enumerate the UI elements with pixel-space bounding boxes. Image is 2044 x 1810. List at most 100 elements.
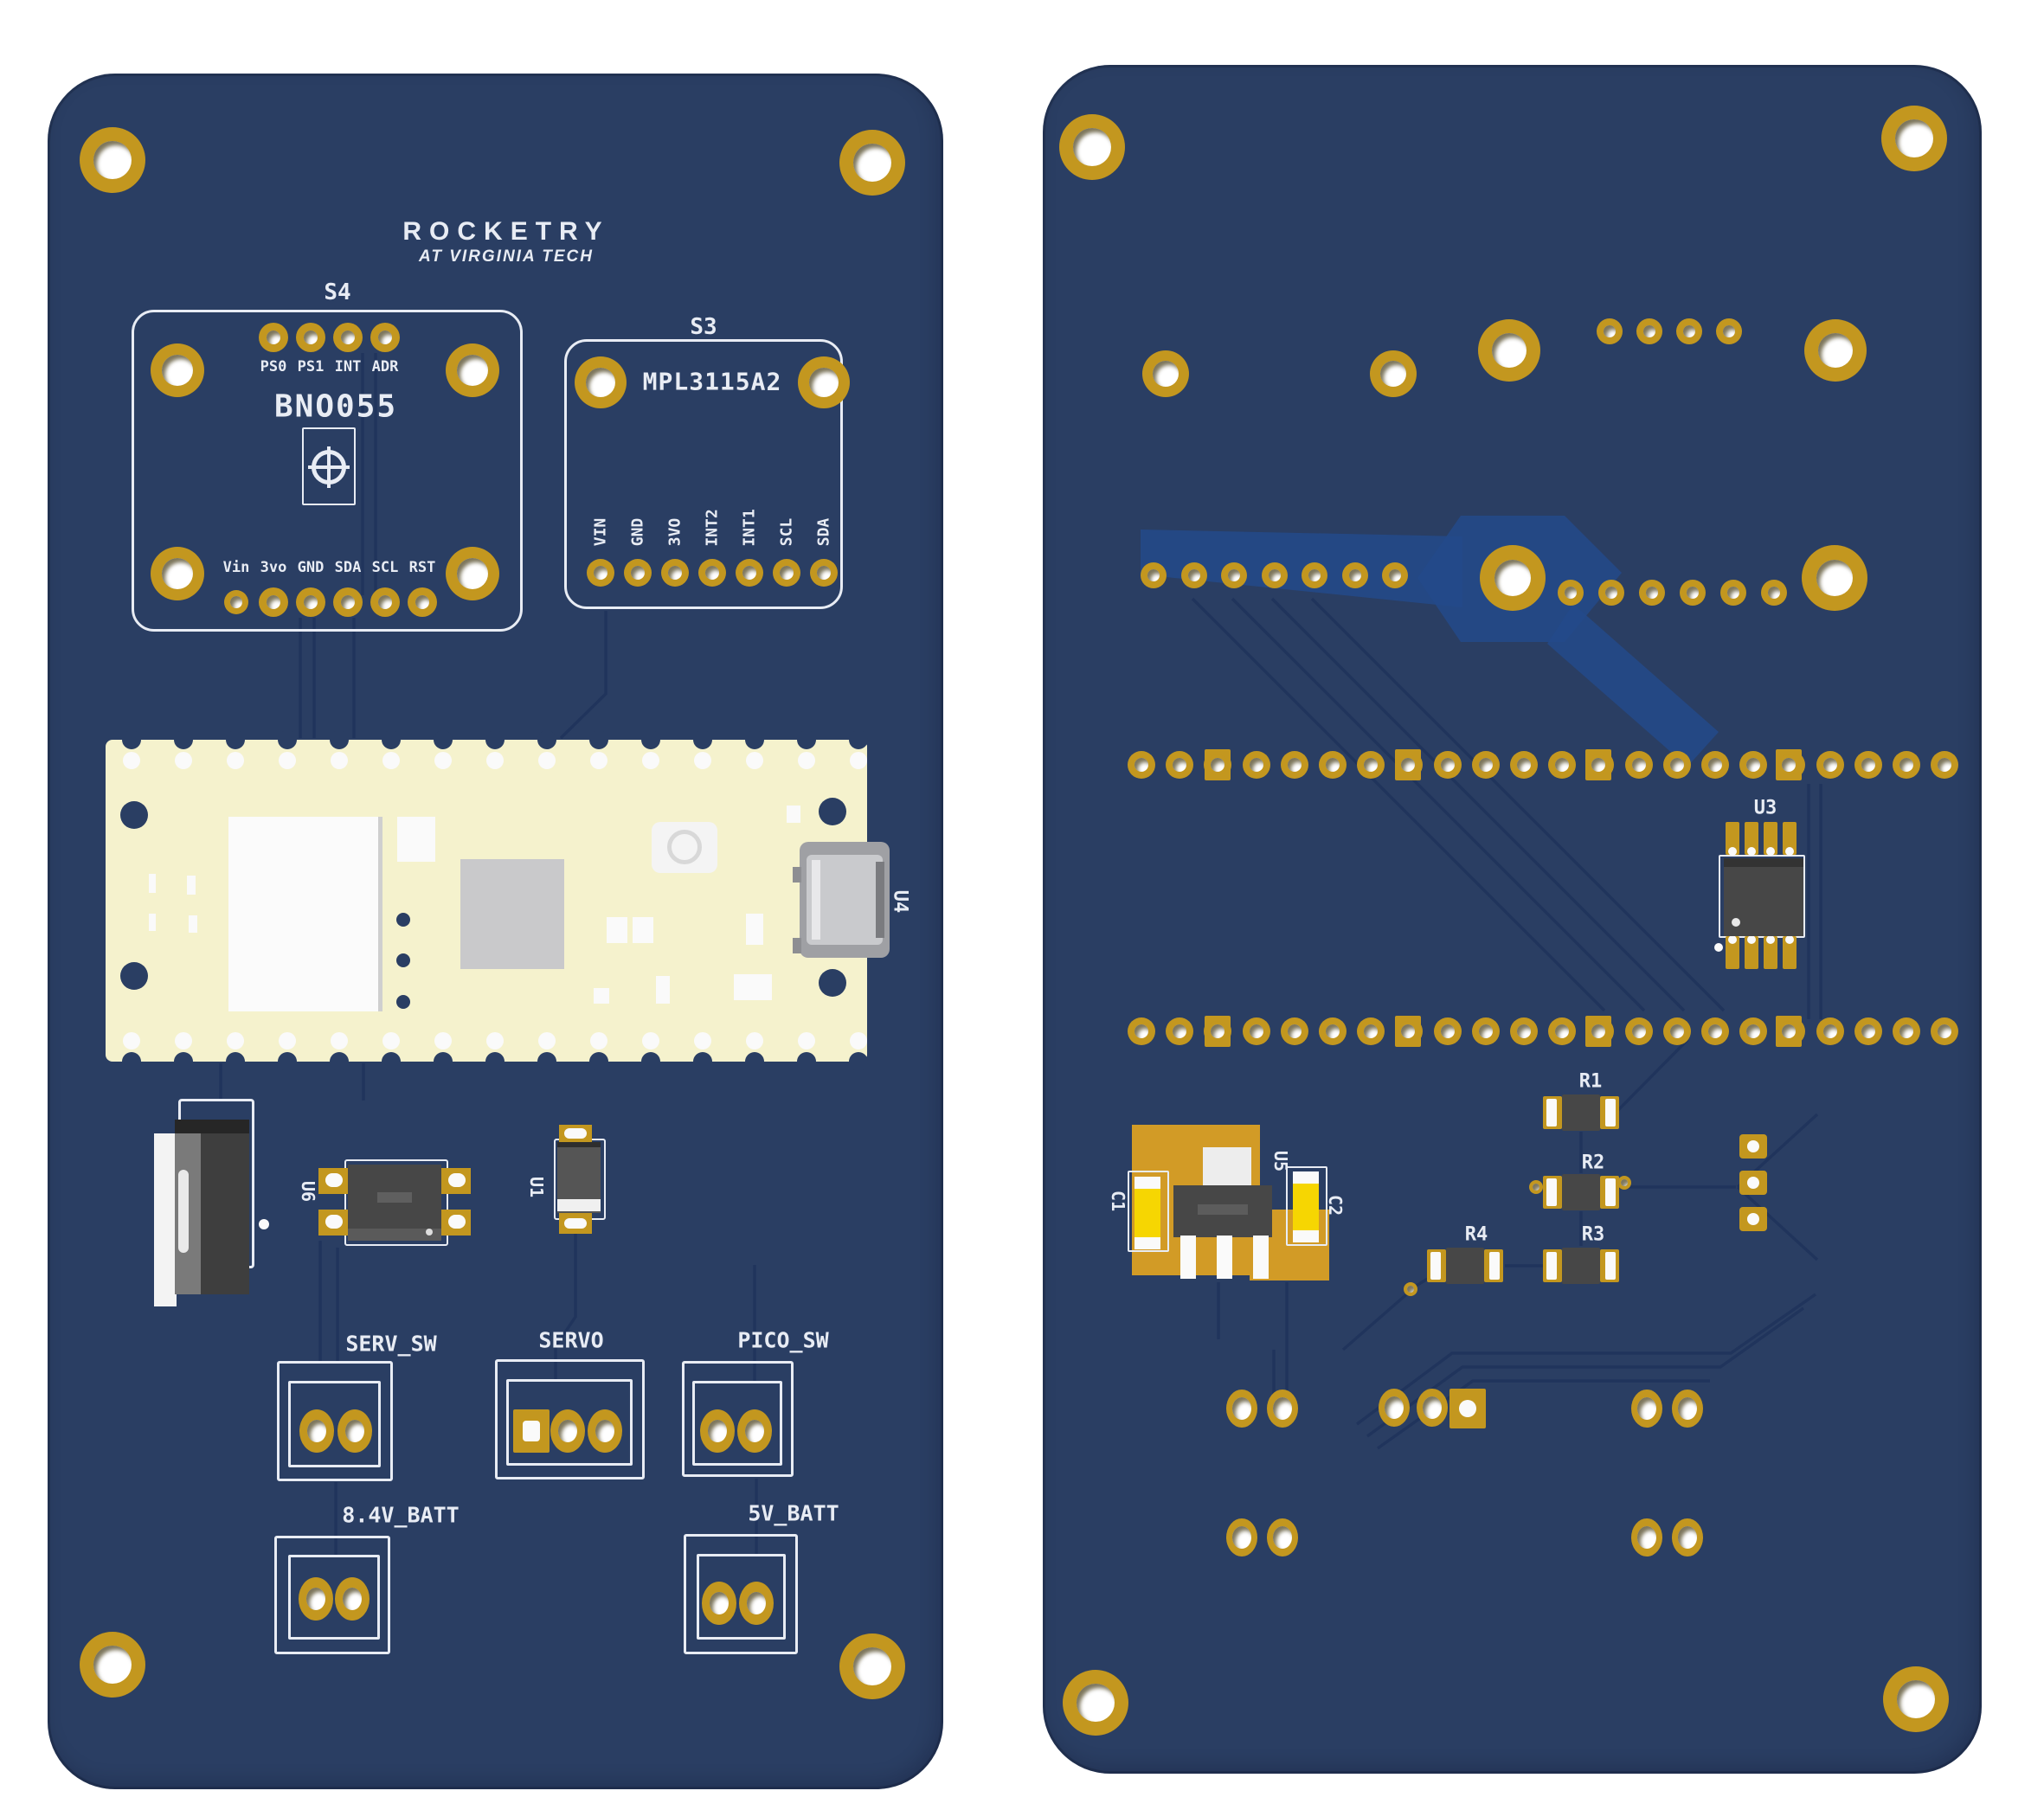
back-solder-pad-bore [1637, 1397, 1656, 1420]
pico-sw-label: PICO_SW [737, 1327, 829, 1353]
u3-pad-2 [1764, 822, 1777, 855]
back-via-3 [1261, 562, 1288, 588]
back-solder-pad [1631, 1518, 1662, 1556]
s3-pin-label: SDA [814, 517, 833, 547]
s4-pin-label: ADR [371, 358, 399, 375]
u6-pad-solder [325, 1173, 343, 1187]
back-header-pad-10 [1510, 1017, 1538, 1045]
back-header-pad-19-bore [1861, 758, 1875, 772]
u3-pad-1 [1745, 822, 1758, 855]
mcu-notch-top-2 [226, 730, 245, 749]
mcu-notch-bottom-7 [485, 1052, 505, 1071]
back-header-pad-10-bore [1517, 758, 1531, 772]
back-header-pad-0 [1128, 1017, 1155, 1045]
s4-pin-label: SDA [334, 559, 362, 576]
back-header-pad-15 [1701, 1017, 1729, 1045]
back-header-pad-5 [1319, 751, 1347, 779]
serv-sw-inner [288, 1381, 381, 1467]
back-header-pad-16 [1739, 751, 1768, 779]
u3-solder-1 [1747, 847, 1756, 856]
u3-pad-1 [1745, 936, 1758, 969]
back-mount-hole-tr [1881, 106, 1947, 171]
c2-cap-body [1293, 1184, 1319, 1230]
back-header-pad-6 [1357, 751, 1385, 779]
s3-hole-r [798, 356, 850, 408]
servo-pad-bore [558, 1420, 577, 1442]
mcu-notch-top-3 [278, 730, 297, 749]
s3-pin-5-bore [780, 566, 794, 580]
mcu-castellation-bottom-4 [331, 1032, 348, 1049]
back-via-1 [1180, 562, 1207, 588]
batt84-pad [335, 1577, 370, 1621]
pico-sw-inner [692, 1381, 782, 1466]
usb-latch [793, 938, 801, 953]
s4-pin-label: INT [334, 358, 362, 375]
trace-f4 [559, 611, 607, 740]
back-hole-large-bore [1818, 333, 1853, 368]
s3-pin-5 [773, 559, 800, 587]
mcu-notch-bottom-4 [330, 1052, 349, 1071]
back-header-pad [1207, 1021, 1228, 1042]
pico-sw-pad-bore [745, 1420, 764, 1442]
u5-ref-label: U5 [1270, 1150, 1291, 1172]
u6-outline [344, 1159, 448, 1246]
mcu-notch-bottom-2 [226, 1052, 245, 1071]
mcu-castellation-top-3 [279, 752, 296, 769]
back-header-pad-13-bore [1631, 758, 1646, 772]
mcu-castellation-top-7 [486, 752, 504, 769]
mcu-castellation-bottom-9 [590, 1032, 607, 1049]
back-solder-pad [1226, 1390, 1257, 1428]
u3-ref-label: U3 [1753, 797, 1777, 819]
u3-pad-0 [1726, 936, 1739, 969]
mcu-castellation-bottom-7 [486, 1032, 504, 1049]
trace-b4 [1231, 597, 1646, 1012]
back-header-pad-3 [1242, 1017, 1270, 1045]
s4-pin-vin-bore [230, 596, 242, 608]
u3-solder-2 [1766, 935, 1775, 944]
servo-pad-square-solder [523, 1421, 540, 1441]
back-via-2 [1639, 580, 1665, 606]
mcu-notch-top-4 [330, 730, 349, 749]
mcu-castellation-bottom-5 [382, 1032, 400, 1049]
resistor-r3-pad [1546, 1252, 1557, 1280]
s4-top-pin-1-bore [304, 331, 318, 344]
resistor-r2-pad [1605, 1178, 1616, 1206]
back-square-pad-solder [1747, 1140, 1759, 1152]
trace-b17 [1736, 1185, 1819, 1261]
mcu-castellation-top-12 [746, 752, 763, 769]
batt84-label: 8.4V_BATT [342, 1502, 460, 1528]
back-header-pad-bore [1401, 1024, 1415, 1038]
u6-body-bevel [348, 1229, 441, 1241]
back-header-pad-21 [1931, 751, 1959, 779]
u3-solder-2 [1766, 847, 1775, 856]
s3-pin-4 [736, 559, 763, 587]
back-header-pad-20 [1893, 1017, 1920, 1045]
back-header-pad-20 [1893, 751, 1920, 779]
back-solder-pad-bore [1273, 1526, 1292, 1549]
back-header-pad-9-bore [1478, 758, 1493, 772]
back-solder-pad [1417, 1389, 1448, 1427]
mcu-notch-bottom-10 [641, 1052, 660, 1071]
s4-top-pin-0 [259, 323, 288, 352]
mcu-passive [746, 914, 763, 945]
pico-sw-pad-bore [708, 1420, 727, 1442]
resistor-r3 [1543, 1248, 1619, 1284]
s4-fiducial-box [302, 427, 356, 505]
back-header-pad-11-bore [1555, 758, 1570, 772]
batt5-pad [702, 1582, 736, 1625]
back-header-pad-8-bore [1440, 758, 1455, 772]
u3-outline [1719, 855, 1805, 938]
s3-pin-label: INT1 [740, 509, 759, 547]
mcu-notch-bottom-1 [174, 1052, 193, 1071]
s3-pin-3-bore [705, 566, 719, 580]
back-via-5-bore [1348, 569, 1361, 581]
mcu-castellation-top-6 [434, 752, 452, 769]
r3-ref-label: R3 [1581, 1223, 1605, 1246]
back-header-pad-16 [1739, 1017, 1768, 1045]
mcu-castellation-top-10 [642, 752, 659, 769]
back-header-pad-21 [1931, 1017, 1959, 1045]
back-header-pad [1778, 1021, 1799, 1042]
batt5-label: 5V_BATT [748, 1500, 839, 1526]
back-header-pad-3-bore [1249, 758, 1263, 772]
